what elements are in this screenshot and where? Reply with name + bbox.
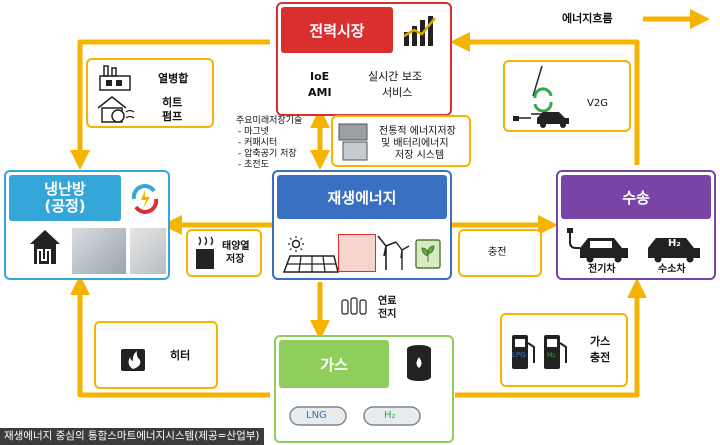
ev-label: 전기차 bbox=[588, 264, 616, 275]
arrow-transport-to-power bbox=[450, 32, 640, 165]
lng-tank-icon bbox=[289, 406, 347, 426]
power-tower-icon bbox=[532, 65, 543, 97]
h2-tank-icon bbox=[363, 406, 421, 426]
heating-node: 냉난방 (공정) bbox=[4, 170, 170, 280]
lng-label: LNG bbox=[306, 410, 327, 421]
figure-caption: 재생에너지 중심의 통합스마트에너지시스템(제공=산업부) bbox=[0, 428, 264, 445]
charging-box: 충전 bbox=[458, 229, 542, 277]
charging-label: 충전 bbox=[488, 247, 507, 258]
recycle-arrows-icon bbox=[533, 87, 553, 113]
fuel-cell-icon bbox=[341, 297, 367, 315]
battery-line1: 전통적 에너지저장 bbox=[379, 126, 456, 137]
heating-title: 냉난방 (공정) bbox=[9, 175, 121, 221]
sun-icon bbox=[288, 236, 304, 252]
ioe-label: IoE bbox=[310, 70, 330, 83]
equipment-photo bbox=[130, 228, 166, 274]
legend-label: 에너지흐름 bbox=[562, 12, 613, 25]
heating-title-line2: (공정) bbox=[44, 197, 86, 215]
storage-tech-item-caes: - 압축공기 저장 bbox=[238, 149, 297, 159]
gas-charge-line1: 가스 bbox=[590, 335, 611, 348]
solar-heat-line2: 저장 bbox=[226, 254, 245, 265]
power-market-node: 전력시장 IoE AMI 실시간 보조 서비스 bbox=[276, 2, 452, 116]
oil-barrel-icon bbox=[407, 345, 431, 381]
heater-label: 히터 bbox=[170, 349, 191, 362]
h2-tank-label: H₂ bbox=[384, 410, 396, 421]
heater-flame-icon bbox=[121, 349, 145, 371]
lpg-pump-icon bbox=[512, 335, 535, 369]
battery-rack-icon bbox=[338, 123, 368, 161]
realtime-label: 실시간 보조 bbox=[368, 70, 423, 83]
battery-line2: 및 배터리에너지 bbox=[381, 138, 449, 149]
heater-box: 히터 bbox=[94, 321, 218, 389]
ev-car-icon bbox=[513, 112, 569, 128]
solar-heat-line1: 태양열 bbox=[222, 241, 250, 252]
transport-node: 수송 H₂ 전기차 수소차 bbox=[556, 170, 716, 280]
ev-charging-car-icon bbox=[567, 228, 628, 263]
storage-tech-title: 주요미래저장기술 bbox=[236, 116, 303, 126]
hydrogen-car-badge: H₂ bbox=[668, 238, 681, 249]
arrow-power-to-heating bbox=[70, 39, 270, 170]
gas-charging-box: LPG H₂ 가스 충전 bbox=[500, 313, 628, 387]
hydrogen-car-icon bbox=[648, 238, 700, 263]
fuel-cell-line1: 연료 bbox=[378, 296, 397, 307]
solar-heat-storage-box: 태양열 저장 bbox=[186, 229, 262, 277]
solar-panel-icon bbox=[282, 255, 339, 273]
battery-storage-box: 전통적 에너지저장 및 배터리에너지 저장 시스템 bbox=[331, 115, 471, 167]
service-label: 서비스 bbox=[382, 86, 413, 99]
h2-pump-icon bbox=[544, 335, 567, 369]
heating-title-line1: 냉난방 bbox=[44, 179, 86, 198]
power-market-title: 전력시장 bbox=[281, 7, 393, 53]
fuel-cell-line2: 전지 bbox=[378, 309, 397, 320]
renewable-node: 재생에너지 bbox=[272, 170, 452, 280]
arrow-gas-to-transport bbox=[455, 278, 647, 398]
gas-node: 가스 LNG H₂ bbox=[274, 335, 454, 443]
gas-charge-line2: 충전 bbox=[590, 351, 611, 364]
solar-thermal-photo bbox=[338, 234, 376, 272]
heat-pump-house-icon bbox=[97, 96, 135, 123]
wind-turbine-icon bbox=[377, 235, 410, 270]
storage-tech-item-superconductor: - 초전도 bbox=[238, 160, 269, 170]
h2-pump-text: H₂ bbox=[547, 351, 556, 359]
heat-storage-icon bbox=[196, 236, 214, 269]
lpg-text: LPG bbox=[512, 351, 526, 359]
market-chart-icon bbox=[403, 16, 436, 46]
arrow-gas-to-heating bbox=[70, 275, 270, 398]
battery-line3: 저장 시스템 bbox=[395, 150, 445, 161]
gas-title: 가스 bbox=[279, 340, 389, 388]
chp-heatpump-box: 열병합 히트 펌프 bbox=[86, 58, 214, 128]
heat-cycle-icon bbox=[131, 184, 159, 214]
factory-photo bbox=[72, 228, 126, 274]
pump-label: 펌프 bbox=[162, 110, 183, 123]
v2g-box: V2G bbox=[503, 60, 631, 132]
storage-tech-item-capacitor: - 커패시터 bbox=[238, 138, 278, 148]
heat-label: 히트 bbox=[162, 96, 183, 109]
chp-plant-icon bbox=[99, 65, 131, 91]
chp-label: 열병합 bbox=[158, 72, 189, 85]
house-heating-icon bbox=[30, 230, 60, 264]
h2-car-label: 수소차 bbox=[658, 264, 686, 275]
renewable-title: 재생에너지 bbox=[277, 175, 447, 219]
storage-tech-item-magnet: - 마그넷 bbox=[238, 127, 269, 137]
v2g-label: V2G bbox=[587, 98, 608, 109]
ami-label: AMI bbox=[308, 86, 332, 99]
bio-fuel-icon bbox=[415, 239, 441, 269]
transport-title: 수송 bbox=[561, 175, 711, 219]
